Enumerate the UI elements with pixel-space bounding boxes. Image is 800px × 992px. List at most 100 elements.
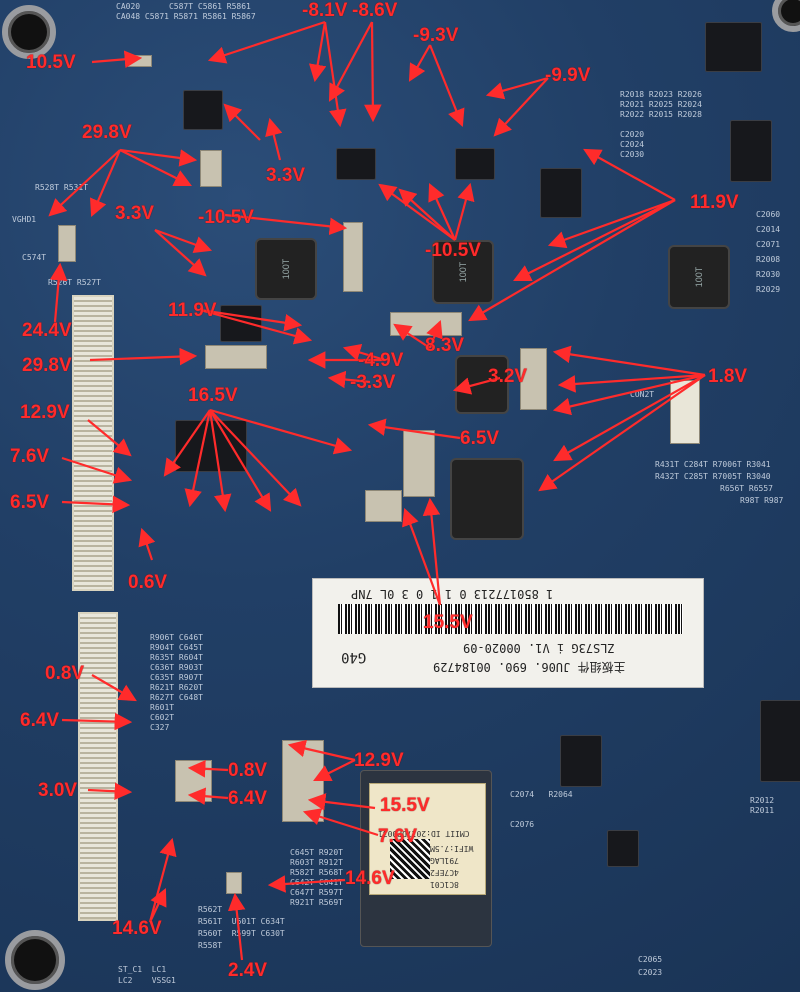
silkscreen-text: R2022 R2015 R2028	[620, 110, 702, 119]
silkscreen-text: R627T C648T	[150, 693, 203, 702]
voltage-label: -3.3V	[350, 372, 396, 393]
voltage-label: 0.6V	[128, 572, 168, 593]
silkscreen-text: C2076	[510, 820, 535, 829]
ic-chip	[560, 735, 602, 787]
voltage-label: 29.8V	[82, 122, 132, 143]
mounting-hole-top-left	[2, 5, 56, 59]
silkscreen-text: R528T R531T	[35, 183, 88, 192]
silkscreen-text: R906T C646T	[150, 633, 203, 642]
smd-component	[403, 430, 435, 497]
voltage-label: 1.8V	[708, 366, 748, 387]
silkscreen-text: C2060	[756, 210, 781, 219]
voltage-label: 29.8V	[22, 355, 72, 376]
silkscreen-text: R582T R568T	[290, 868, 343, 877]
silkscreen-text: R2008	[756, 255, 781, 264]
voltage-label: 3.3V	[266, 165, 306, 186]
power-inductor: 100T	[432, 240, 494, 304]
ic-chip	[730, 120, 772, 182]
silkscreen-text: R560T R599T C630T	[198, 929, 285, 938]
voltage-label: 7.6V	[378, 826, 418, 847]
silkscreen-text: C2020	[620, 130, 645, 139]
silkscreen-text: R603T R912T	[290, 858, 343, 867]
smd-component	[343, 222, 363, 292]
silkscreen-text: C2065	[638, 955, 663, 964]
silkscreen-text: C2030	[620, 150, 645, 159]
fpc-connector-lower	[78, 612, 118, 921]
silkscreen-text: R432T C285T R7005T R3040	[655, 472, 771, 481]
silkscreen-text: C327	[150, 723, 170, 732]
silkscreen-text: C2074 R2064	[510, 790, 573, 799]
wifi-module: 8C1C01 4C7EF2 791LAG WIFI:7.5M CMIIT ID:…	[360, 770, 492, 947]
smd-component	[365, 490, 402, 522]
voltage-label: 12.9V	[354, 750, 404, 771]
wifi-shield-can: 8C1C01 4C7EF2 791LAG WIFI:7.5M CMIIT ID:…	[369, 783, 486, 895]
mounting-hole-bottom-left	[5, 930, 65, 990]
ic-chip	[183, 90, 223, 130]
voltage-label: 12.9V	[20, 402, 70, 423]
voltage-label: -9.9V	[545, 65, 591, 86]
voltage-label: 3.0V	[38, 780, 78, 801]
silkscreen-text: C636T R903T	[150, 663, 203, 672]
silkscreen-text: VGHD1	[12, 215, 37, 224]
voltage-label: 6.4V	[20, 710, 60, 731]
silkscreen-text: C602T	[150, 713, 175, 722]
ic-chip	[175, 420, 247, 472]
silkscreen-text: C2014	[756, 225, 781, 234]
silkscreen-text: C574T	[22, 253, 47, 262]
ic-chip	[540, 168, 582, 218]
barcode	[338, 604, 683, 634]
silkscreen-text: R656T R6557	[720, 484, 773, 493]
silkscreen-text: R904T C645T	[150, 643, 203, 652]
voltage-label: 11.9V	[168, 300, 217, 321]
voltage-label: 3.2V	[488, 366, 528, 387]
silkscreen-text: C2071	[756, 240, 781, 249]
voltage-label: 11.9V	[690, 192, 739, 213]
silkscreen-text: R98T R987	[740, 496, 784, 505]
silkscreen-text: LC2 VSSG1	[118, 976, 176, 985]
mounting-hole-top-right	[772, 0, 800, 32]
silkscreen-text: R635T R604T	[150, 653, 203, 662]
voltage-label: -4.9V	[358, 350, 404, 371]
power-inductor: 100T	[255, 238, 317, 300]
smd-component	[520, 348, 547, 410]
voltage-label: 16.5V	[188, 385, 238, 406]
qr-code	[390, 839, 430, 879]
voltage-label: 6.5V	[460, 428, 500, 449]
voltage-label: 0.8V	[45, 663, 85, 684]
silkscreen-text: R562T	[198, 905, 223, 914]
ic-chip	[220, 305, 262, 342]
silkscreen-text: R2011	[750, 806, 775, 815]
silkscreen-text: R601T	[150, 703, 175, 712]
silkscreen-text: CON2T	[630, 390, 655, 399]
smd-component	[200, 150, 222, 187]
power-inductor: 100T	[668, 245, 730, 309]
ic-chip	[705, 22, 762, 72]
silkscreen-text: CA048 C5871 R5871 R5861 R5867	[116, 12, 256, 21]
three-pin-connector	[670, 380, 700, 444]
smd-component	[58, 225, 76, 262]
ic-chip	[455, 148, 495, 180]
voltage-label: 14.6V	[112, 918, 162, 939]
silkscreen-text: R431T C284T R7006T R3041	[655, 460, 771, 469]
ic-chip	[336, 148, 376, 180]
voltage-label: -8.1V	[302, 0, 348, 21]
silkscreen-text: R561T U601T C634T	[198, 917, 285, 926]
voltage-label: 24.4V	[22, 320, 72, 341]
silkscreen-text: R2021 R2025 R2024	[620, 100, 702, 109]
voltage-label: 6.5V	[10, 492, 50, 513]
voltage-label: -10.5V	[198, 207, 254, 228]
ic-chip	[607, 830, 639, 867]
voltage-label: 2.4V	[228, 960, 268, 981]
silkscreen-text: C2023	[638, 968, 663, 977]
voltage-label: -8.6V	[352, 0, 398, 21]
smd-component	[205, 345, 267, 369]
silkscreen-text: R621T R620T	[150, 683, 203, 692]
voltage-label: 15.5V	[380, 795, 430, 816]
voltage-label: 6.4V	[228, 788, 268, 809]
voltage-label: -10.5V	[425, 240, 481, 261]
silkscreen-text: C635T R907T	[150, 673, 203, 682]
barcode-sticker: 1 850177213 0 1 1 0 3 0L 7NP ZLS73G i V1…	[312, 578, 704, 688]
power-inductor	[450, 458, 524, 540]
silkscreen-text: CA020 C587T C5861 R5861	[116, 2, 251, 11]
